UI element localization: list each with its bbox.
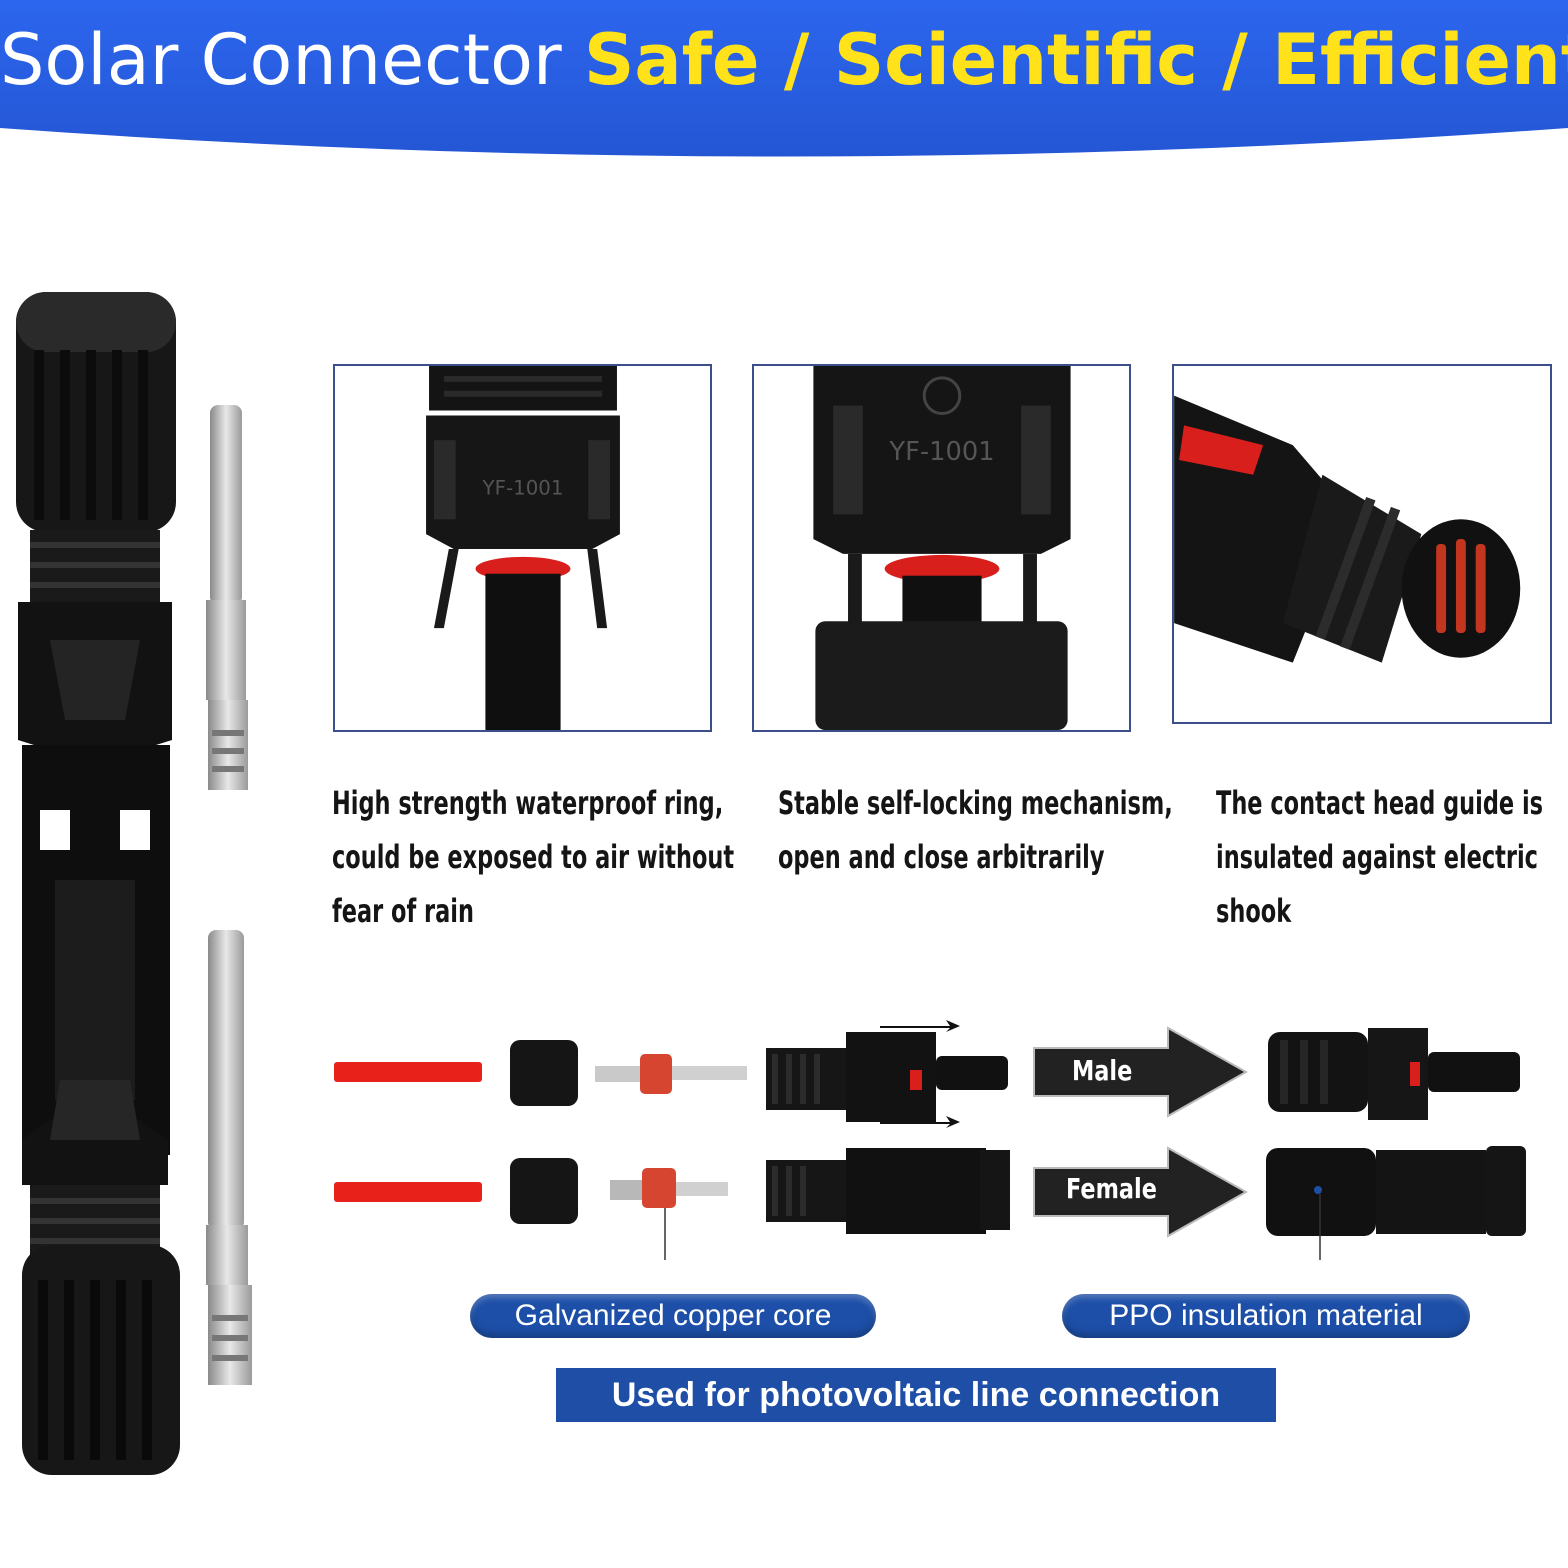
page-title: Solar Connector Safe / Scientific / Effi…: [0, 10, 1568, 110]
footer-banner: Used for photovoltaic line connection: [556, 1368, 1276, 1422]
caption-self-locking: Stable self-locking mechanism, open and …: [778, 776, 1173, 884]
waterproof-ring-photo: YF-1001: [426, 366, 620, 730]
assembly-diagram: [334, 1020, 1526, 1260]
pin-male-small: [595, 1054, 747, 1094]
metal-pin-female-image: [206, 930, 252, 1385]
title-highlight: Safe / Scientific / Efficient: [583, 19, 1568, 101]
self-locking-photo: YF-1001: [813, 366, 1071, 730]
male-arrow: [1033, 1026, 1249, 1118]
photo-self-locking: YF-1001: [752, 364, 1131, 732]
red-cable-male: [334, 1062, 482, 1082]
red-cable-female: [334, 1182, 482, 1202]
female-arrow: [1033, 1146, 1249, 1238]
caption-line: insulated against electric: [1216, 838, 1538, 876]
caption-line: The contact head guide is: [1216, 784, 1544, 822]
caption-line: Stable self-locking mechanism,: [778, 784, 1173, 822]
caption-waterproof: High strength waterproof ring, could be …: [332, 776, 734, 938]
photo-marking-1: YF-1001: [482, 477, 564, 500]
female-connector-assembled: [1266, 1146, 1526, 1236]
female-label: Female: [1066, 1172, 1157, 1205]
caption-line: fear of rain: [332, 892, 474, 930]
male-connector-assembled: [1268, 1028, 1520, 1120]
ppo-material-callout: PPO insulation material: [1062, 1294, 1470, 1338]
metal-pin-male-image: [206, 405, 248, 790]
caption-line: open and close arbitrarily: [778, 838, 1105, 876]
header-background: [0, 0, 1568, 157]
photo-marking-2: YF-1001: [888, 437, 994, 467]
nut-male: [510, 1040, 578, 1106]
caption-line: could be exposed to air without: [332, 838, 735, 876]
nut-female: [510, 1158, 578, 1224]
male-connector-disassembled: [766, 1020, 1008, 1128]
caption-line: shook: [1216, 892, 1292, 930]
contact-head-photo: [1174, 395, 1521, 663]
caption-line: High strength waterproof ring,: [332, 784, 724, 822]
title-light: Solar Connector: [0, 19, 584, 101]
female-connector-disassembled: [766, 1148, 1010, 1234]
assembled-connector-image: [16, 292, 180, 1475]
male-label: Male: [1072, 1054, 1133, 1087]
photo-waterproof-ring: YF-1001: [333, 364, 712, 732]
caption-contact-head: The contact head guide is insulated agai…: [1216, 776, 1543, 938]
pin-female-small: [610, 1168, 728, 1208]
photo-contact-head: [1172, 364, 1552, 724]
header-band: [0, 0, 1568, 175]
copper-core-callout: Galvanized copper core: [470, 1294, 876, 1338]
